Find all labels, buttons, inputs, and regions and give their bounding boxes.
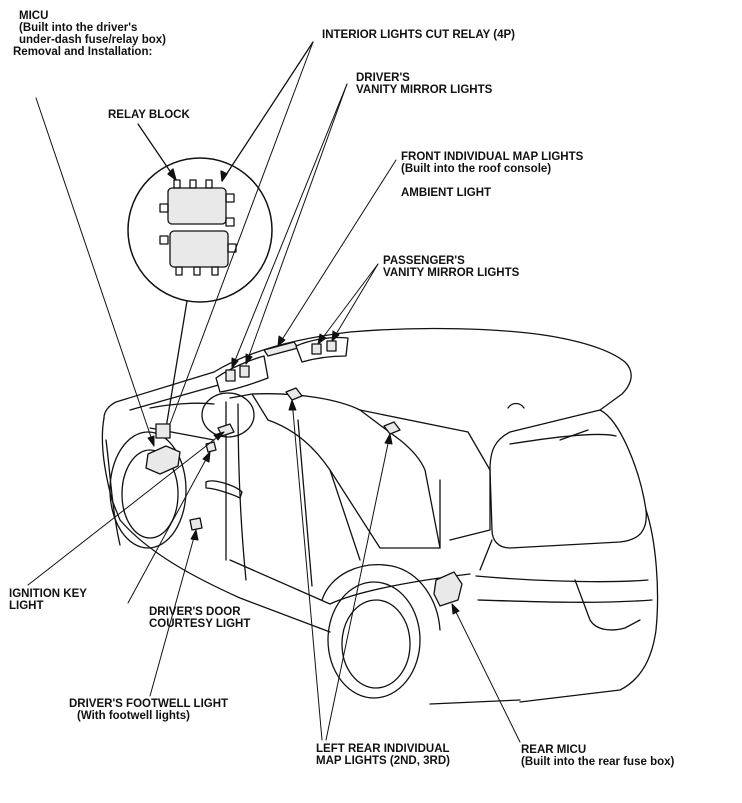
rear-micu-line2: (Built into the rear fuse box) <box>521 756 675 768</box>
rear-micu-label: REAR MICU (Built into the rear fuse box) <box>521 744 674 768</box>
micu-note-2: under-dash fuse/relay box) <box>19 34 166 46</box>
door-courtesy-line2: COURTESY LIGHT <box>149 618 251 630</box>
driver-vanity-light-2 <box>239 365 250 378</box>
left-rear-individual-map-lights-label: LEFT REAR INDIVIDUAL MAP LIGHTS (2ND, 3R… <box>316 743 450 767</box>
left-rear-map-line2: MAP LIGHTS (2ND, 3RD) <box>316 755 450 767</box>
ambient-light-label: AMBIENT LIGHT <box>401 187 491 199</box>
light-components <box>145 336 463 607</box>
ignition-line1: IGNITION KEY <box>9 588 87 600</box>
removal-installation-link[interactable]: Removal and Installation: <box>13 46 152 58</box>
removal-installation-text: Removal and Installation: <box>13 46 153 58</box>
micu-title: MICU <box>19 10 49 22</box>
ambient-light-text: AMBIENT LIGHT <box>401 187 492 199</box>
interior-lights-cut-relay-label: INTERIOR LIGHTS CUT RELAY (4P) <box>322 29 515 41</box>
drivers-vanity-line2: VANITY MIRROR LIGHTS <box>356 84 493 96</box>
passengers-vanity-mirror-lights-label: PASSENGER'S VANITY MIRROR LIGHTS <box>383 255 519 279</box>
front-individual-map-lights-label: FRONT INDIVIDUAL MAP LIGHTS (Built into … <box>401 151 583 175</box>
drivers-footwell-light-label: DRIVER'S FOOTWELL LIGHT (With footwell l… <box>69 698 228 722</box>
micu-label: MICU (Built into the driver's under-dash… <box>19 10 166 46</box>
footwell-line1: DRIVER'S FOOTWELL LIGHT <box>69 698 229 710</box>
front-map-line2: (Built into the roof console) <box>401 163 552 175</box>
ignition-line2: LIGHT <box>9 600 44 612</box>
drivers-door-courtesy-light-label: DRIVER'S DOOR COURTESY LIGHT <box>149 606 250 630</box>
passenger-vanity-light-1 <box>311 343 322 355</box>
interior-lights-cut-relay-text: INTERIOR LIGHTS CUT RELAY (4P) <box>322 29 515 41</box>
passenger-vanity-line1: PASSENGER'S <box>383 255 465 267</box>
drivers-vanity-mirror-lights-label: DRIVER'S VANITY MIRROR LIGHTS <box>356 72 492 96</box>
door-courtesy-line1: DRIVER'S DOOR <box>149 606 241 618</box>
rear-map-light-3rd <box>383 421 401 435</box>
relay-under-dash <box>155 423 171 439</box>
micu-note-1: (Built into the driver's <box>19 22 138 34</box>
driver-vanity-light-1 <box>225 369 236 382</box>
roof-console <box>263 341 299 357</box>
vehicle-body <box>101 327 659 705</box>
front-map-line1: FRONT INDIVIDUAL MAP LIGHTS <box>401 151 584 163</box>
passenger-vanity-line2: VANITY MIRROR LIGHTS <box>383 267 520 279</box>
footwell-light <box>189 517 203 531</box>
micu-box <box>145 445 181 475</box>
rear-micu-box <box>433 571 463 607</box>
left-rear-map-line1: LEFT REAR INDIVIDUAL <box>316 743 450 755</box>
passenger-vanity-light-2 <box>326 340 337 352</box>
rear-micu-line1: REAR MICU <box>521 744 587 756</box>
drivers-vanity-line1: DRIVER'S <box>356 72 410 84</box>
relay-block-zoom <box>127 41 314 429</box>
relay-block-label: RELAY BLOCK <box>108 109 190 121</box>
leader-lines <box>27 41 521 743</box>
ignition-key-light-label: IGNITION KEY LIGHT <box>9 588 87 612</box>
rear-map-light-2nd <box>285 387 303 401</box>
door-courtesy-light <box>205 441 217 453</box>
relay-block-text: RELAY BLOCK <box>108 109 190 121</box>
footwell-line2: (With footwell lights) <box>77 710 190 722</box>
